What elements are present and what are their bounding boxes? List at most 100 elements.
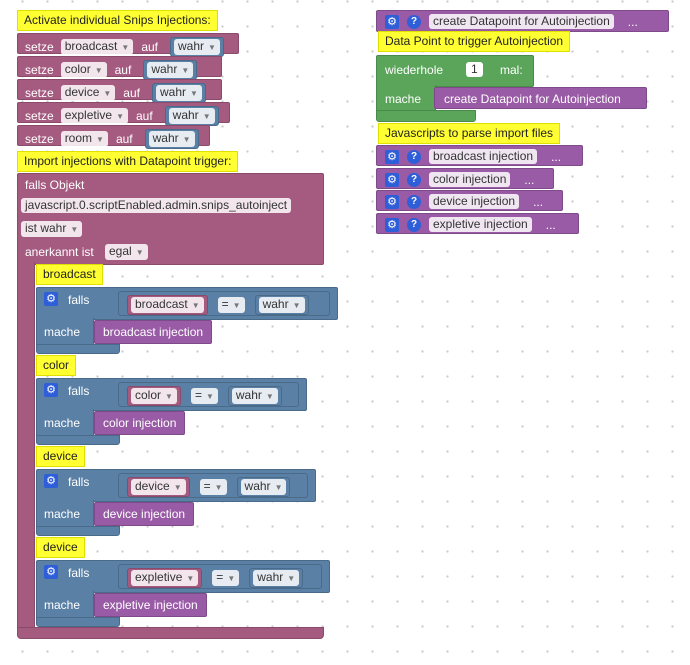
- boolean-dropdown[interactable]: wahr▼: [253, 570, 300, 586]
- gear-icon[interactable]: ⚙: [44, 565, 58, 579]
- function-params-ellipsis[interactable]: ...: [545, 217, 556, 232]
- set-variable-block[interactable]: setze room▼ auf wahr▼: [17, 125, 210, 149]
- boolean-block[interactable]: wahr▼: [170, 37, 224, 57]
- help-icon[interactable]: ?: [407, 14, 421, 29]
- set-variable-block[interactable]: setze expletive▼ auf wahr▼: [17, 102, 230, 126]
- help-icon[interactable]: ?: [407, 149, 421, 164]
- boolean-dropdown[interactable]: wahr▼: [258, 297, 305, 313]
- operator-dropdown[interactable]: =▼: [212, 570, 240, 586]
- call-create-datapoint[interactable]: create Datapoint for Autoinjection: [434, 87, 647, 109]
- variable-dropdown[interactable]: expletive▼: [60, 108, 128, 124]
- function-definition[interactable]: ⚙ ? device injection ...: [376, 190, 563, 211]
- function-params-ellipsis[interactable]: ...: [627, 14, 638, 29]
- variable-dropdown[interactable]: broadcast▼: [60, 39, 134, 55]
- boolean-dropdown[interactable]: wahr▼: [240, 479, 287, 495]
- function-definition[interactable]: ⚙ ? expletive injection ...: [376, 213, 579, 234]
- call-injection-block[interactable]: expletive injection: [94, 593, 207, 617]
- compare-block[interactable]: color▼ =▼ wahr▼: [118, 382, 299, 407]
- set-variable-block[interactable]: setze device▼ auf wahr▼: [17, 79, 222, 103]
- call-injection-block[interactable]: broadcast injection: [94, 320, 213, 344]
- help-icon[interactable]: ?: [407, 194, 421, 209]
- gear-icon[interactable]: ⚙: [385, 194, 399, 209]
- function-params-ellipsis[interactable]: ...: [551, 149, 562, 164]
- dropdown-arrow-icon: ▼: [103, 89, 112, 98]
- gear-icon[interactable]: ⚙: [385, 149, 399, 164]
- repeat-block[interactable]: [376, 55, 534, 87]
- gear-icon[interactable]: ⚙: [44, 474, 58, 488]
- boolean-dropdown[interactable]: wahr▼: [155, 85, 202, 101]
- object-id-input[interactable]: javascript.0.scriptEnabled.admin.snips_a…: [21, 198, 292, 213]
- gear-icon[interactable]: ⚙: [44, 292, 58, 306]
- function-name-input[interactable]: broadcast injection: [429, 149, 538, 164]
- variable-dropdown[interactable]: expletive▼: [131, 570, 199, 586]
- boolean-block[interactable]: wahr▼: [151, 83, 206, 103]
- repeat-count-input[interactable]: 1: [466, 62, 483, 77]
- function-name-input[interactable]: create Datapoint for Autoinjection: [429, 14, 614, 29]
- compare-block[interactable]: expletive▼ =▼ wahr▼: [118, 564, 322, 589]
- call-injection-block[interactable]: device injection: [94, 502, 195, 526]
- boolean-dropdown[interactable]: wahr▼: [168, 108, 215, 124]
- variable-get-block[interactable]: broadcast▼: [127, 295, 208, 315]
- comment-device[interactable]: device: [36, 446, 85, 467]
- function-name-input[interactable]: color injection: [429, 172, 511, 187]
- variable-dropdown[interactable]: color▼: [60, 62, 107, 78]
- gear-icon[interactable]: ⚙: [44, 383, 58, 397]
- condition-dropdown[interactable]: ist wahr▼: [21, 221, 83, 237]
- comment-import[interactable]: Import injections with Datapoint trigger…: [17, 151, 239, 172]
- dropdown-arrow-icon: ▼: [190, 89, 198, 98]
- variable-name: device: [64, 85, 100, 99]
- comment-javascripts[interactable]: Javascripts to parse import files: [378, 123, 561, 144]
- set-variable-block[interactable]: setze broadcast▼ auf wahr▼: [17, 33, 239, 57]
- trigger-block[interactable]: [17, 173, 324, 265]
- call-injection-block[interactable]: color injection: [94, 411, 186, 435]
- boolean-dropdown[interactable]: wahr▼: [147, 62, 194, 78]
- comment-activate[interactable]: Activate individual Snips Injections:: [17, 10, 218, 31]
- dropdown-arrow-icon: ▼: [135, 248, 144, 257]
- variable-dropdown[interactable]: room▼: [60, 131, 108, 147]
- operator-dropdown[interactable]: =▼: [217, 297, 245, 313]
- comment-color[interactable]: color: [36, 355, 77, 376]
- auf-keyword: auf: [135, 109, 153, 123]
- function-params-ellipsis[interactable]: ...: [533, 194, 544, 209]
- boolean-block[interactable]: wahr▼: [227, 386, 282, 406]
- ack-dropdown[interactable]: egal▼: [105, 244, 148, 260]
- variable-dropdown[interactable]: device▼: [60, 85, 116, 101]
- boolean-block[interactable]: wahr▼: [143, 60, 198, 80]
- boolean-block[interactable]: wahr▼: [236, 477, 291, 497]
- variable-dropdown[interactable]: broadcast▼: [131, 297, 204, 313]
- comment-broadcast[interactable]: broadcast: [36, 264, 103, 285]
- comment-expletive[interactable]: device: [36, 537, 85, 558]
- variable-dropdown[interactable]: color▼: [131, 388, 177, 404]
- variable-get-block[interactable]: device▼: [127, 477, 190, 497]
- gear-icon[interactable]: ⚙: [385, 217, 399, 232]
- gear-icon[interactable]: ⚙: [385, 172, 399, 187]
- function-name-input[interactable]: device injection: [429, 194, 520, 209]
- gear-icon[interactable]: ⚙: [385, 14, 399, 29]
- operator-dropdown[interactable]: =▼: [199, 479, 227, 495]
- variable-get-block[interactable]: color▼: [127, 386, 181, 406]
- boolean-block[interactable]: wahr▼: [254, 295, 309, 315]
- boolean-dropdown[interactable]: wahr▼: [174, 39, 220, 55]
- boolean-block[interactable]: wahr▼: [164, 106, 219, 126]
- boolean-block[interactable]: wahr▼: [144, 129, 199, 149]
- comment-datapoint[interactable]: Data Point to trigger Autoinjection: [378, 31, 571, 52]
- if-block-body: [36, 409, 94, 439]
- help-icon[interactable]: ?: [407, 172, 421, 187]
- variable-name: color: [64, 62, 91, 76]
- function-definition[interactable]: ⚙ ? color injection ...: [376, 168, 554, 189]
- function-definition-create-datapoint[interactable]: ⚙ ? create Datapoint for Autoinjection .…: [376, 10, 669, 32]
- variable-get-block[interactable]: expletive▼: [127, 568, 203, 588]
- compare-block[interactable]: broadcast▼ =▼ wahr▼: [118, 291, 330, 316]
- function-definition[interactable]: ⚙ ? broadcast injection ...: [376, 145, 583, 166]
- operator-dropdown[interactable]: =▼: [190, 388, 218, 404]
- variable-dropdown[interactable]: device▼: [131, 479, 186, 495]
- function-name-input[interactable]: expletive injection: [429, 217, 532, 232]
- boolean-dropdown[interactable]: wahr▼: [231, 388, 278, 404]
- compare-block[interactable]: device▼ =▼ wahr▼: [118, 473, 308, 498]
- boolean-dropdown[interactable]: wahr▼: [148, 131, 195, 147]
- function-params-ellipsis[interactable]: ...: [524, 172, 535, 187]
- call-label: device injection: [103, 507, 186, 521]
- set-variable-block[interactable]: setze color▼ auf wahr▼: [17, 56, 222, 80]
- help-icon[interactable]: ?: [407, 217, 421, 232]
- boolean-block[interactable]: wahr▼: [249, 568, 304, 588]
